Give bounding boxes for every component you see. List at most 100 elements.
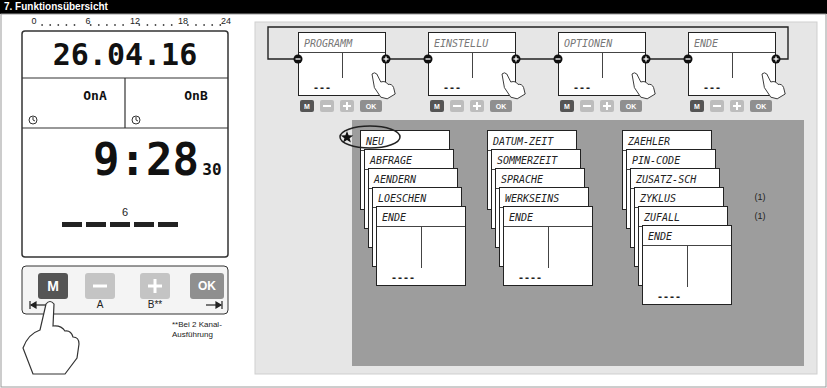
submenu-card: ENDE ---- xyxy=(376,206,466,286)
minus-marker xyxy=(424,55,433,64)
screen-divider xyxy=(342,52,343,78)
screen-divider xyxy=(548,226,549,268)
day-number: 6 xyxy=(122,207,128,218)
scale-tick xyxy=(155,24,157,26)
menu-text: AENDERN xyxy=(369,170,416,186)
pointing-hand xyxy=(502,73,525,99)
menu-loop-line xyxy=(386,58,428,59)
menu-text: EINSTELLU xyxy=(429,34,488,50)
cursor-dashes: --- xyxy=(443,82,461,93)
scale-tick xyxy=(106,24,108,26)
plus-marker xyxy=(642,55,651,64)
scale-number: 18 xyxy=(178,17,188,26)
cursor-dashes: ---- xyxy=(518,272,542,283)
menu-screen: OPTIONEN--- xyxy=(558,32,646,96)
screen-divider xyxy=(687,245,688,287)
minus-marker xyxy=(554,55,563,64)
time-readout: 9:28 xyxy=(93,138,199,182)
menu-screen: EINSTELLU --- xyxy=(428,32,516,96)
scale-tick xyxy=(74,24,76,26)
submenu-card: ENDE ---- xyxy=(642,225,732,305)
menu-text: ENDE xyxy=(689,34,718,50)
button-label: M xyxy=(47,279,59,293)
channel-state: OnA xyxy=(83,89,106,102)
menu-text: ENDE xyxy=(504,208,533,224)
screen-divider xyxy=(732,52,733,78)
pointing-hand xyxy=(372,73,395,99)
menu-text: ZAEHLER xyxy=(623,132,670,148)
scale-tick xyxy=(66,24,68,26)
plus-marker xyxy=(772,55,781,64)
scale-tick xyxy=(57,24,59,26)
scale-tick xyxy=(171,24,173,26)
menu-text: ZYKLUS xyxy=(635,189,676,205)
button-label: OK xyxy=(756,103,767,110)
menu-screen: ENDE --- xyxy=(688,32,776,96)
screen-divider xyxy=(421,226,422,268)
scale-number: 24 xyxy=(221,17,231,26)
cursor-dashes: --- xyxy=(313,82,331,93)
lcd-display xyxy=(22,31,228,257)
menu-text: SPRACHE xyxy=(496,170,543,186)
footnote-marker: (1) xyxy=(755,193,766,202)
scale-tick xyxy=(195,24,197,26)
screen-divider xyxy=(472,52,473,78)
scale-tick xyxy=(49,24,51,26)
scale-tick xyxy=(122,24,124,26)
footnote: **Bei 2 Kanal-Ausführung xyxy=(172,320,236,340)
scale-number: 12 xyxy=(130,17,140,26)
scale-tick xyxy=(114,24,116,26)
menu-text: ZUFALL xyxy=(639,208,680,224)
button-row xyxy=(690,100,772,112)
menu-text: ZUSATZ-SCH xyxy=(631,170,696,186)
menu-text: LOESCHEN xyxy=(373,189,426,205)
scale-tick xyxy=(41,24,43,26)
scale-tick xyxy=(98,24,100,26)
menu-loop-line xyxy=(646,58,688,59)
scale-tick xyxy=(211,24,213,26)
menu-loop-line xyxy=(516,58,558,59)
menu-text: WERKSEINS xyxy=(500,189,559,205)
button-label: M xyxy=(434,103,440,110)
menu-text: ENDE xyxy=(643,227,672,243)
footnote-marker: (1) xyxy=(755,212,766,221)
button-label: OK xyxy=(496,103,507,110)
date-readout: 26.04.16 xyxy=(53,40,198,70)
button-label: B** xyxy=(148,300,162,310)
scale-tick xyxy=(219,24,221,26)
menu-text: ENDE xyxy=(377,208,406,224)
cursor-dashes: ---- xyxy=(657,291,681,302)
plus-marker xyxy=(512,55,521,64)
button-label: M xyxy=(564,103,570,110)
button-label: OK xyxy=(626,103,637,110)
submenu-panel xyxy=(352,120,804,366)
button-label: OK xyxy=(366,103,377,110)
menu-text: ABFRAGE xyxy=(365,151,412,167)
scale-tick xyxy=(147,24,149,26)
scale-tick xyxy=(163,24,165,26)
menu-text: PIN-CODE xyxy=(627,151,680,167)
cursor-dashes: --- xyxy=(573,82,591,93)
cursor-dashes: ---- xyxy=(391,272,415,283)
button-row xyxy=(300,100,382,112)
button-label: OK xyxy=(198,280,216,292)
scale-number: 0 xyxy=(31,17,36,26)
plus-marker xyxy=(382,55,391,64)
frame xyxy=(1,14,826,387)
submenu-card: ENDE ---- xyxy=(503,206,593,286)
menu-text: SOMMERZEIT xyxy=(492,151,557,167)
minus-marker xyxy=(684,55,693,64)
button-row xyxy=(430,100,512,112)
menu-text: DATUM-ZEIT xyxy=(488,132,553,148)
pointing-hand xyxy=(632,73,655,99)
menu-screen: PROGRAMM --- xyxy=(298,32,386,96)
highlight-ellipse xyxy=(340,126,400,148)
button-label: A xyxy=(97,300,104,310)
scale-tick xyxy=(203,24,205,26)
menu-text: PROGRAMM xyxy=(299,34,352,50)
header-bar xyxy=(0,0,827,14)
pointing-hand xyxy=(23,302,79,375)
cursor-dashes: --- xyxy=(703,82,721,93)
channel-state: OnB xyxy=(184,89,207,102)
scale-number: 6 xyxy=(85,17,90,26)
